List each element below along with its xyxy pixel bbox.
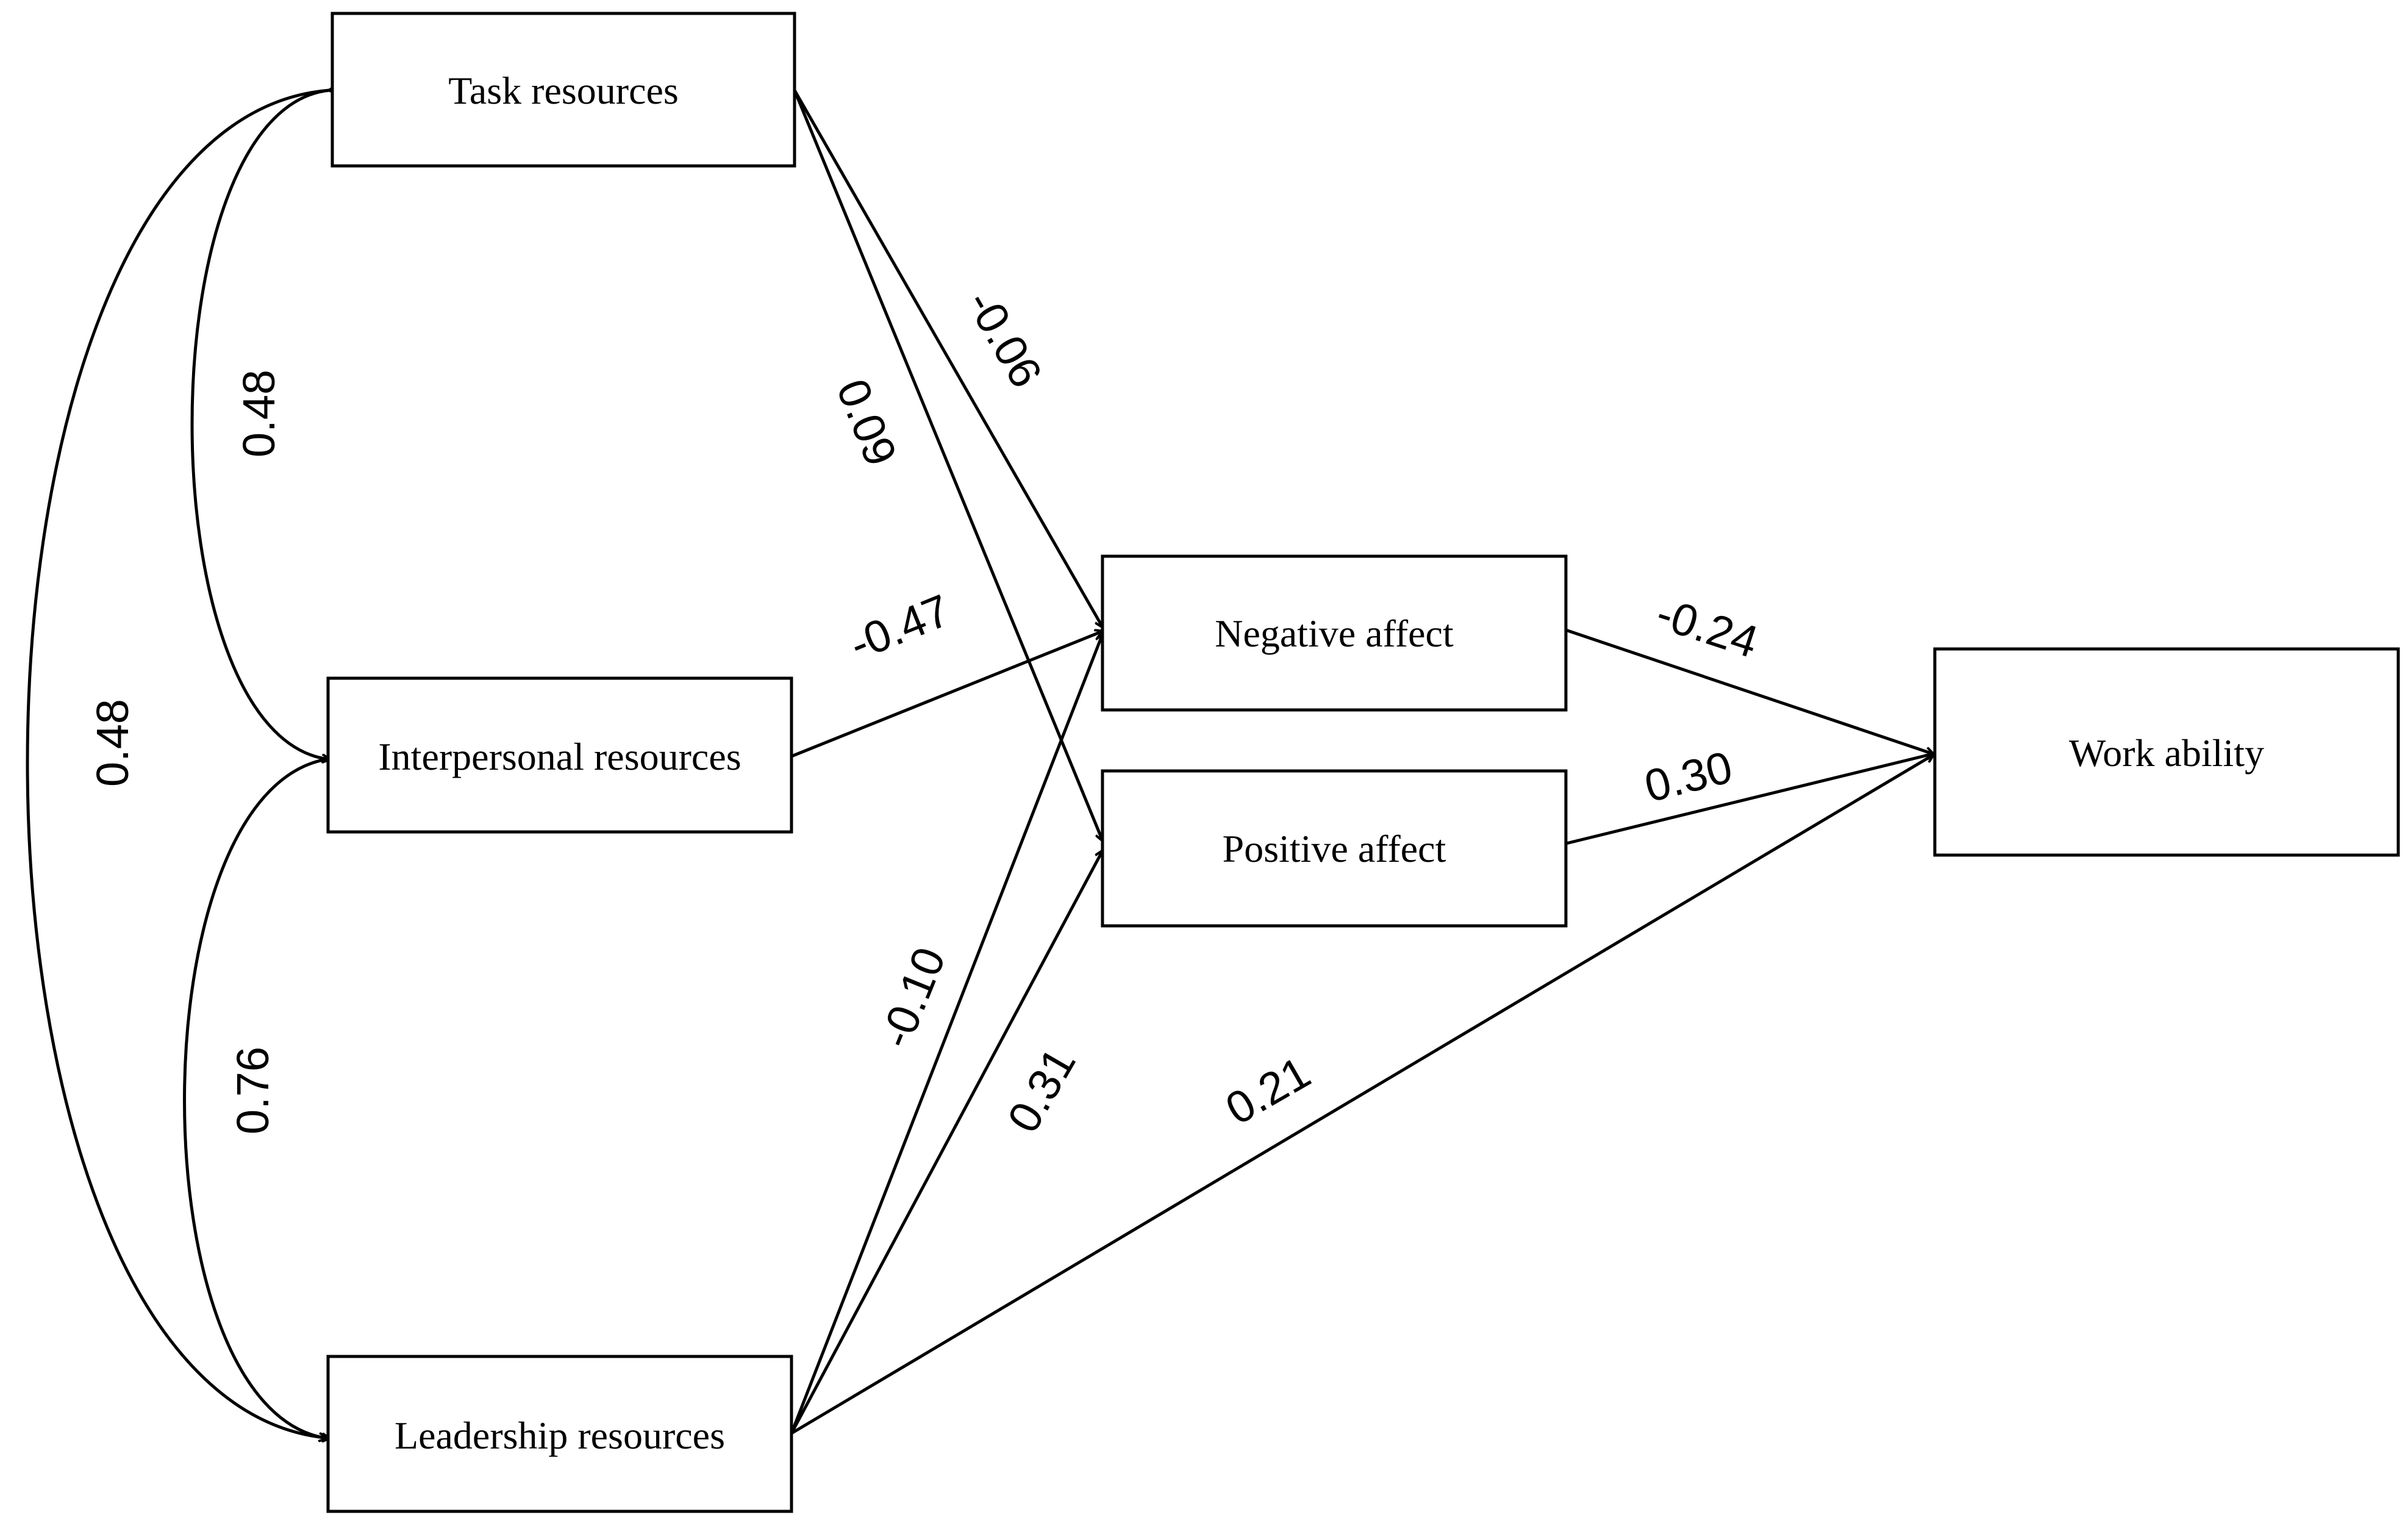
coef-interpersonal-negative: -0.47 (843, 584, 957, 670)
path-leadership-negative (790, 634, 1102, 1434)
coef-leadership-positive: 0.31 (998, 1039, 1085, 1141)
path-leadership-positive (790, 851, 1102, 1435)
path-interpersonal-negative (791, 631, 1102, 758)
node-leadership-resources: Leadership resources (326, 1355, 793, 1513)
path-positive-work (1565, 754, 1933, 845)
path-leadership-work (790, 755, 1933, 1435)
correlation-task-interpersonal (190, 90, 329, 759)
coef-task-positive: 0.09 (827, 372, 907, 473)
node-negative-affect-label: Negative affect (1215, 612, 1454, 655)
coef-positive-work: 0.30 (1640, 742, 1737, 812)
correlation-task-leadership (26, 90, 329, 1438)
coef-task-leadership: 0.48 (87, 699, 138, 787)
path-task-negative (793, 89, 1102, 627)
coef-task-interpersonal: 0.48 (234, 370, 284, 457)
coef-leadership-negative: -0.10 (870, 940, 955, 1055)
node-positive-affect: Positive affect (1101, 769, 1568, 928)
node-work-ability-label: Work ability (2069, 731, 2264, 775)
node-positive-affect-label: Positive affect (1223, 827, 1446, 870)
node-task-resources-label: Task resources (448, 69, 679, 112)
coef-interpersonal-leadership: 0.76 (227, 1047, 278, 1134)
path-task-positive (793, 90, 1102, 840)
node-leadership-resources-label: Leadership resources (395, 1414, 725, 1457)
coef-negative-work: -0.24 (1651, 587, 1764, 667)
node-work-ability: Work ability (1933, 647, 2400, 857)
correlation-interpersonal-leadership (183, 759, 327, 1438)
node-task-resources: Task resources (330, 12, 796, 168)
node-interpersonal-resources: Interpersonal resources (326, 676, 793, 834)
path-negative-work (1565, 628, 1933, 754)
node-negative-affect: Negative affect (1101, 554, 1568, 712)
node-interpersonal-resources-label: Interpersonal resources (378, 735, 741, 778)
coef-task-negative: -0.06 (957, 281, 1052, 396)
coef-leadership-work: 0.21 (1217, 1047, 1318, 1134)
